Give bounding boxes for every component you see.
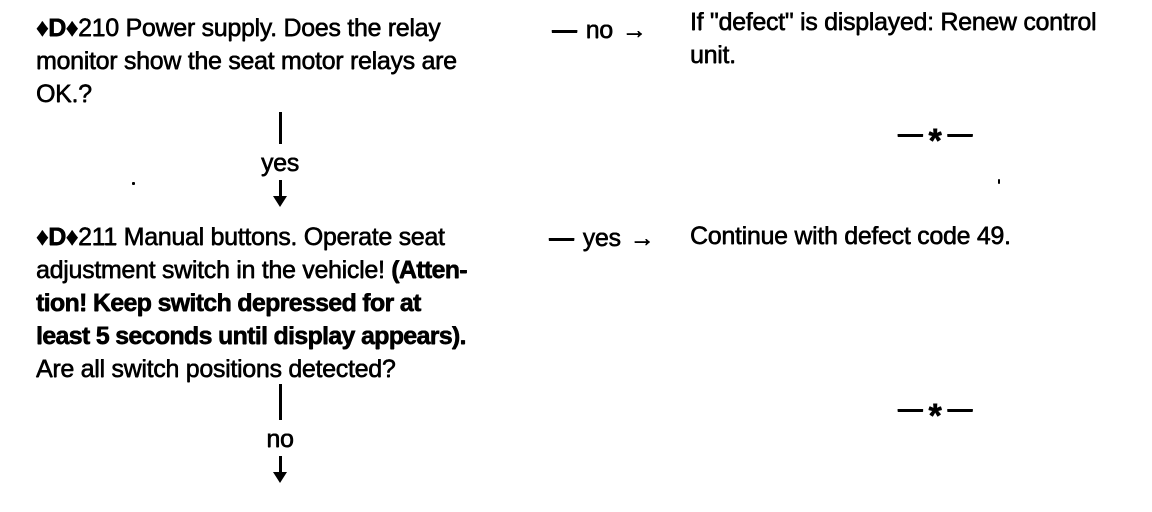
step-d210-line1-text: 210 Power supply. Does the relay [78, 14, 441, 42]
connector-line [278, 112, 282, 144]
step-d211-line3: tion! Keep switch depressed for at [36, 289, 421, 317]
step-d210-question: ♦D♦210 Power supply. Does the relay moni… [36, 12, 457, 111]
dash-icon: — [549, 224, 574, 252]
branch-yes-label: yes [582, 224, 621, 252]
step-d211-line1: ♦D♦211 Manual buttons. Operate seat [36, 221, 467, 254]
down-arrow-stem [278, 456, 282, 472]
connector-no-label: no [266, 425, 294, 453]
connector-yes-label: yes [260, 149, 299, 177]
result-d210-action: If "defect" is displayed: Renew control … [690, 6, 1097, 72]
step-d210-line1: ♦D♦210 Power supply. Does the relay [36, 12, 457, 45]
down-arrow-head [273, 196, 287, 207]
asterisk-icon: * [928, 397, 942, 435]
connector-no: no [238, 384, 322, 483]
result-d211-action: Continue with defect code 49. [690, 220, 1011, 253]
down-arrow-icon [273, 456, 287, 483]
separator-dash-left: — [897, 120, 923, 148]
step-d211-line2-plain: adjustment switch in the vehicle! [36, 256, 392, 284]
separator-dash-left: — [897, 395, 923, 423]
step-d211-line5: Are all switch positions detected? [36, 355, 396, 383]
branch-yes: — yes → [549, 222, 655, 255]
down-arrow-icon [273, 180, 287, 207]
separator-dash-right: — [947, 120, 973, 148]
star-separator: — * — [880, 395, 990, 433]
result-d210-line2: unit. [690, 41, 736, 69]
result-d210-line1: If "defect" is displayed: Renew control [690, 8, 1097, 36]
step-d211-line4: least 5 seconds until display appears). [36, 322, 467, 350]
diamond-marker: ♦D♦ [36, 14, 79, 42]
dash-icon: — [552, 16, 577, 44]
step-d211-line2: adjustment switch in the vehicle! (Atten… [36, 254, 468, 287]
down-arrow-head [273, 472, 287, 483]
scan-artifact-dot [998, 179, 1000, 184]
connector-yes: yes [238, 112, 322, 207]
step-d211-question: ♦D♦211 Manual buttons. Operate seat adju… [36, 221, 468, 386]
separator-dash-right: — [947, 395, 973, 423]
arrow-right-icon: → [621, 16, 647, 44]
step-d210-line2: monitor show the seat motor relays are [36, 47, 457, 75]
step-d211-line1-text: 211 Manual buttons. Operate seat [78, 223, 445, 251]
asterisk-icon: * [928, 122, 942, 160]
diamond-marker: ♦D♦ [36, 223, 79, 251]
star-separator: — * — [880, 120, 990, 158]
branch-no-label: no [585, 16, 614, 44]
step-d210-line3: OK.? [36, 80, 92, 108]
step-d211-line2-bold: (Atten- [391, 256, 467, 284]
connector-line [278, 384, 282, 420]
arrow-right-icon: → [629, 224, 655, 252]
down-arrow-stem [278, 180, 282, 196]
result-d211-line1: Continue with defect code 49. [690, 222, 1011, 250]
scan-artifact-dot [132, 182, 135, 185]
branch-no: — no → [552, 14, 647, 47]
